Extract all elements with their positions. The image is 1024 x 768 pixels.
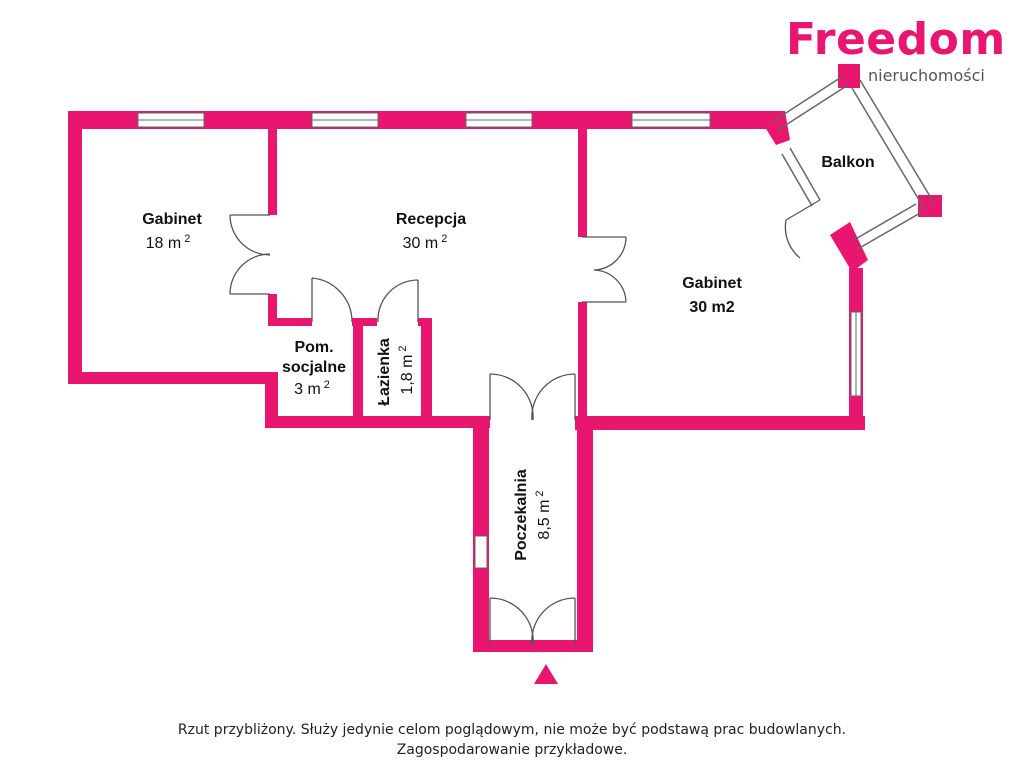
- room-poczekalnia-name: Poczekalnia: [513, 469, 530, 561]
- footer-disclaimer: Rzut przybliżony. Służy jedynie celom po…: [177, 722, 847, 738]
- room-recepcja-name: Recepcja: [396, 211, 466, 228]
- room-lazienka-area: 1,8 m2: [397, 345, 416, 394]
- footer-note: Zagospodarowanie przykładowe.: [396, 742, 628, 758]
- walls: [68, 64, 942, 652]
- room-lazienka-name: Łazienka: [376, 338, 393, 406]
- balcony-railing: [771, 75, 935, 251]
- room-gabinet-left-name: Gabinet: [142, 211, 202, 228]
- windows: [137, 112, 862, 569]
- brand-logo: Freedom: [786, 14, 1006, 65]
- triangle-up-icon: [534, 664, 558, 684]
- room-gabinet-right-area: 30 m2: [689, 299, 734, 316]
- doors: [229, 199, 821, 646]
- brand-subtitle: nieruchomości: [868, 66, 985, 85]
- room-balkon-name: Balkon: [821, 154, 874, 171]
- room-poczekalnia-area: 8,5 m2: [534, 490, 553, 539]
- room-pom-socjalne-name-2: socjalne: [282, 359, 346, 376]
- room-pom-socjalne-name-1: Pom.: [294, 339, 333, 356]
- room-gabinet-right-name: Gabinet: [682, 275, 742, 292]
